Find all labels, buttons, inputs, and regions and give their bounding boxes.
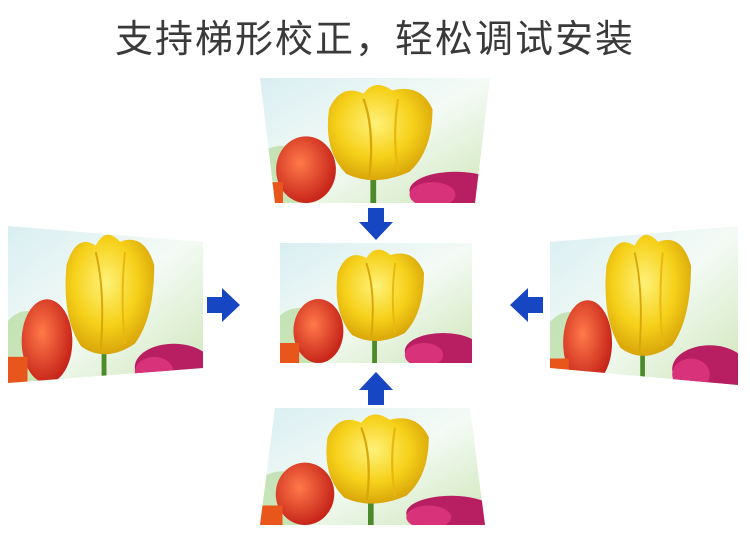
arrow-up-icon — [359, 372, 393, 405]
arrow-down-icon — [359, 208, 393, 240]
keystone-top-image — [260, 78, 490, 203]
corrected-center-image — [280, 243, 472, 363]
arrow-left-icon — [510, 288, 543, 322]
arrow-right-icon — [207, 288, 240, 322]
page-title: 支持梯形校正，轻松调试安装 — [114, 17, 635, 61]
keystone-bottom-image — [260, 408, 485, 525]
keystone-left-image — [8, 226, 203, 383]
keystone-right-image — [550, 226, 738, 385]
